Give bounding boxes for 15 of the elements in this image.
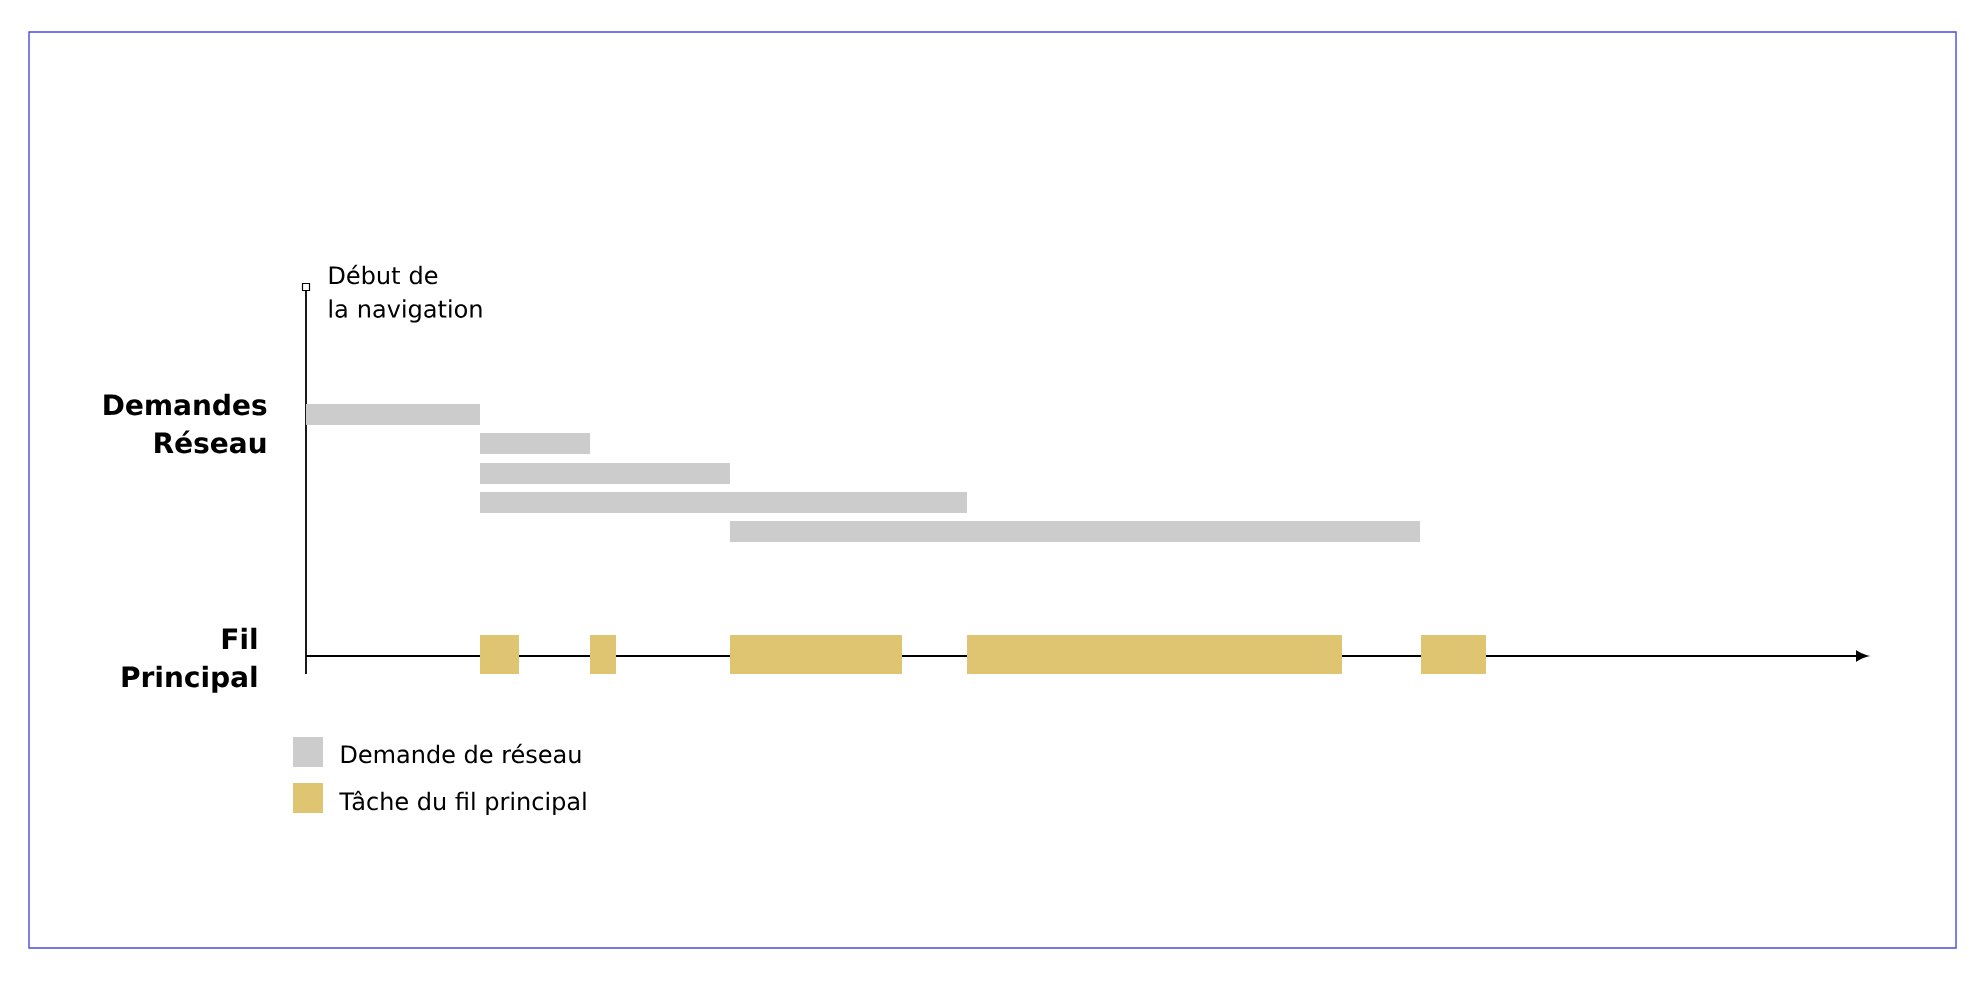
timeline-bar (306, 404, 480, 425)
timeline-bar (480, 635, 519, 674)
timeline-bar (730, 521, 1420, 542)
legend-label: Tâche du fil principal (339, 790, 586, 815)
row-label: Fil Principal (122, 627, 257, 693)
timeline-bar (730, 635, 902, 674)
row-label: Demandes Réseau (104, 393, 267, 454)
timeline-bar (967, 635, 1342, 674)
timeline-bar (480, 433, 590, 454)
timeline-bar (1421, 635, 1486, 674)
timeline-bar (480, 492, 967, 513)
timeline-bar (590, 635, 616, 674)
timeline-bar (480, 463, 730, 484)
annotation-text: Début de la navigation (329, 264, 482, 323)
legend-label: Demande de réseau (341, 743, 581, 764)
